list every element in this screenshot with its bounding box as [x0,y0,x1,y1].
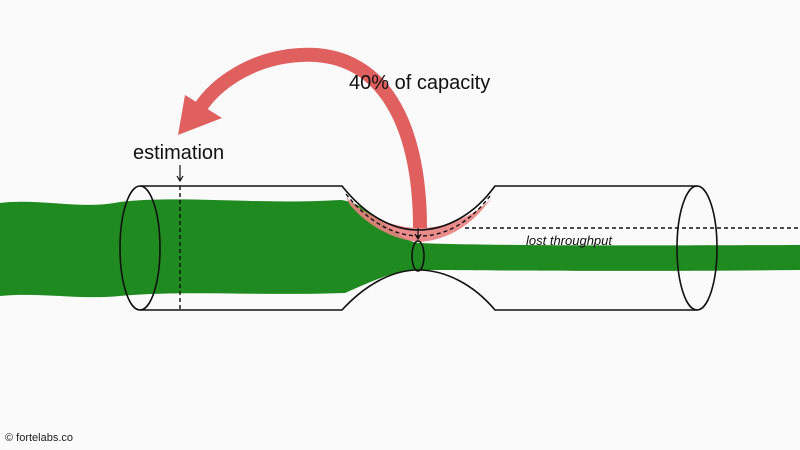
neck-pointer-icon [414,228,422,241]
lost-throughput-label: lost throughput [526,233,613,248]
capacity-arrowhead-icon [178,95,222,135]
capacity-arrow-icon [194,47,427,229]
flow-stream [0,199,800,298]
estimation-label: estimation [133,142,225,164]
capacity-label: 40% of capacity [349,72,491,94]
pipe-inlet-ellipse [119,185,161,311]
neck-ellipse [411,240,425,272]
estimation-pointer-icon [176,165,184,183]
lost-capacity-band [346,197,492,242]
capacity-dashed-line [345,193,800,237]
credit-text: © fortelabs.co [5,432,74,444]
pipe-outlet-ellipse [676,185,718,311]
